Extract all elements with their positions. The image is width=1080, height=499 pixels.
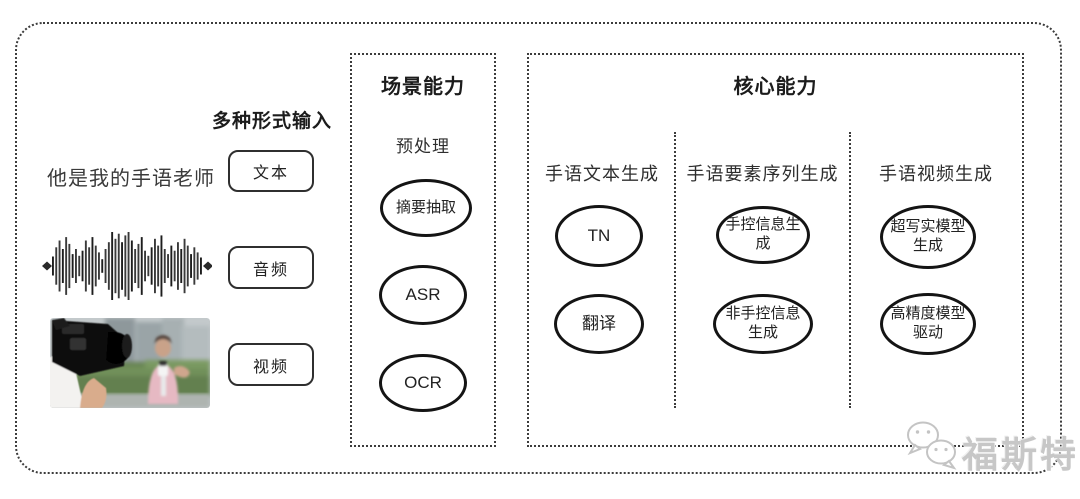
node-summary-extraction-label: 摘要抽取 [395,198,456,216]
reporter-camera-photo [50,318,210,408]
node-translation-label: 翻译 [582,314,616,334]
node-hyperreal-model-generation: 超写实模型生成 [880,205,976,269]
input-box-text: 文本 [228,150,314,192]
node-asr: ASR [379,265,467,325]
example-sentence: 他是我的手语老师 [47,168,215,190]
node-high-precision-model-drive: 高精度模型驱动 [880,293,976,355]
core-capability-box: 核心能力 手语文本生成 TN 翻译 手语要素序列生成 手控信息生成 非手控信息生… [527,53,1024,447]
input-section-label: 多种形式输入 [212,111,333,132]
audio-waveform-icon [40,228,213,304]
node-manual-info-generation-label: 手控信息生成 [725,216,801,252]
core-column-divider-1 [674,132,676,408]
wechat-bubbles-icon [903,418,963,474]
node-summary-extraction: 摘要抽取 [380,179,472,237]
input-box-audio-label: 音频 [252,261,289,279]
input-box-text-label: 文本 [252,165,289,182]
node-hyperreal-model-generation-label: 超写实模型生成 [890,218,966,254]
input-box-video: 视频 [228,343,314,386]
input-box-video-label: 视频 [252,358,289,376]
core-col2-header: 手语要素序列生成 [686,164,839,184]
core-box-title: 核心能力 [733,76,818,98]
core-col3-header: 手语视频生成 [879,164,993,184]
core-col1-header: 手语文本生成 [545,164,659,184]
node-tn: TN [555,205,643,267]
core-column-divider-2 [849,132,851,408]
node-manual-info-generation: 手控信息生成 [716,206,810,264]
node-high-precision-model-drive-label: 高精度模型驱动 [890,305,966,341]
scene-box-title: 场景能力 [381,76,465,98]
diagram-outer-frame [15,22,1062,474]
input-box-audio: 音频 [228,246,314,289]
node-ocr-label: OCR [404,373,442,393]
node-tn-label: TN [587,226,611,246]
node-non-manual-info-generation-label: 非手控信息生成 [725,305,801,341]
node-translation: 翻译 [554,294,644,354]
watermark-text: 福斯特 [962,434,1080,475]
node-ocr: OCR [379,354,467,412]
node-non-manual-info-generation: 非手控信息生成 [713,294,813,354]
scene-capability-box: 场景能力 预处理 摘要抽取 ASR OCR [350,53,496,447]
node-asr-label: ASR [405,285,441,305]
preprocess-label: 预处理 [396,137,450,156]
